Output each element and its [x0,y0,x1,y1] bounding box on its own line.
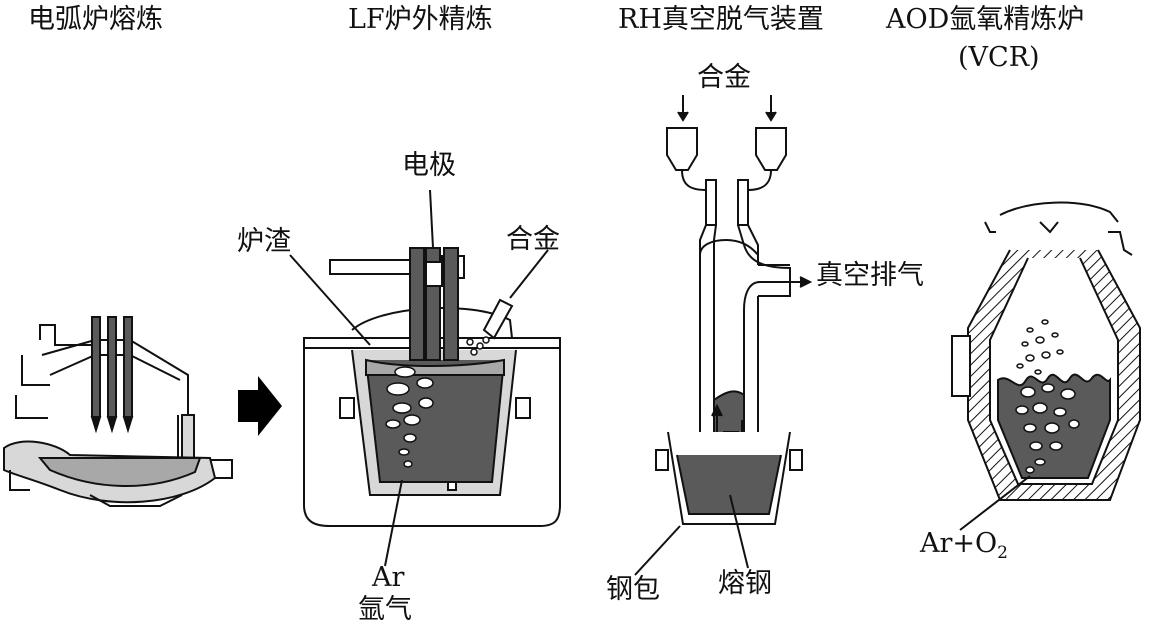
lf-furnace [289,189,561,567]
lf-electrode-label: 电极 [402,150,456,181]
eaf-furnace [3,316,233,507]
rh-degasser [634,95,813,576]
flow-arrow [238,376,282,436]
aod-gas-label: Ar+O2 [920,528,1008,563]
lf-slag-label: 炉渣 [237,226,291,257]
rh-title: RH真空脱气装置 [618,4,824,35]
aod-subtitle: (VCR) [958,42,1040,73]
aod-bubbles [1015,319,1080,474]
lf-ar-label: Ar [372,562,405,593]
aod-converter [951,201,1141,531]
rh-vacuum-exhaust-label: 真空排气 [816,260,924,291]
lf-bubbles [385,336,490,468]
eaf-electrodes [90,316,134,434]
lf-alloy-label: 合金 [506,224,560,255]
eaf-title: 电弧炉熔炼 [28,4,163,35]
rh-ladle-label: 钢包 [606,574,660,605]
rh-molten-steel-label: 熔钢 [718,568,772,599]
rh-alloy-label: 合金 [697,62,751,93]
aod-title: AOD氩氧精炼炉 [886,4,1085,35]
lf-argon-label: 氩气 [358,594,412,625]
lf-title: LF炉外精炼 [348,4,493,35]
